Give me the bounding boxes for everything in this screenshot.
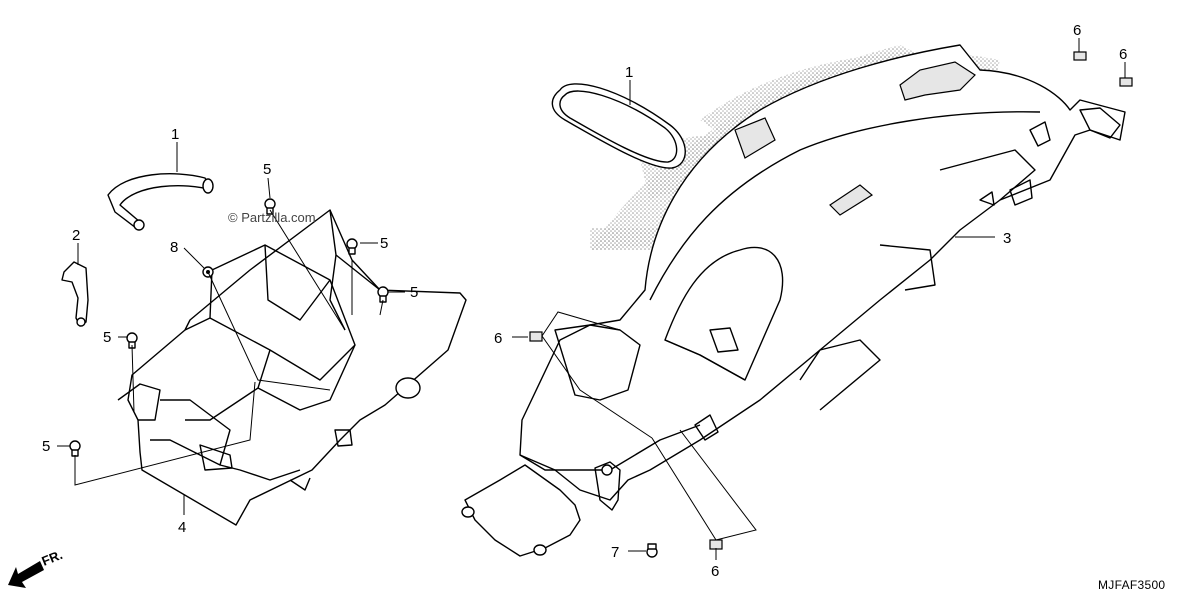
seal-ring xyxy=(551,83,686,169)
rear-fender xyxy=(519,44,1126,501)
leader-lines xyxy=(57,38,1126,560)
diagram-code: MJFAF3500 xyxy=(1098,578,1165,592)
callout-5-bottom: 5 xyxy=(42,438,50,455)
callout-8: 8 xyxy=(170,239,178,256)
under-tray xyxy=(117,209,467,526)
callout-2: 2 xyxy=(72,227,80,244)
callout-7: 7 xyxy=(611,544,619,561)
callout-1-right: 1 xyxy=(625,64,633,81)
callout-5-left: 5 xyxy=(103,329,111,346)
bracket-part xyxy=(61,261,89,327)
fasteners-left xyxy=(69,198,389,457)
callout-5-top: 5 xyxy=(263,161,271,178)
callout-6-mid: 6 xyxy=(494,330,502,347)
front-label: FR. xyxy=(40,547,65,569)
callout-4: 4 xyxy=(178,519,186,536)
callout-6-top-left: 6 xyxy=(1073,22,1081,39)
strap-left xyxy=(107,173,214,231)
callouts: 1 2 5 8 5 5 5 5 4 1 3 6 6 6 7 6 xyxy=(42,22,1127,580)
fasteners-right xyxy=(529,51,1133,558)
callout-5-right: 5 xyxy=(410,284,418,301)
callout-3: 3 xyxy=(1003,230,1011,247)
callout-1-left: 1 xyxy=(171,126,179,143)
watermark-text: © Partzilla.com xyxy=(228,210,316,225)
callout-6-top-right: 6 xyxy=(1119,46,1127,63)
splash-guard xyxy=(461,461,621,557)
front-arrow-icon: FR. xyxy=(8,547,65,588)
callout-6-bottom: 6 xyxy=(711,563,719,580)
callout-5-mid: 5 xyxy=(380,235,388,252)
